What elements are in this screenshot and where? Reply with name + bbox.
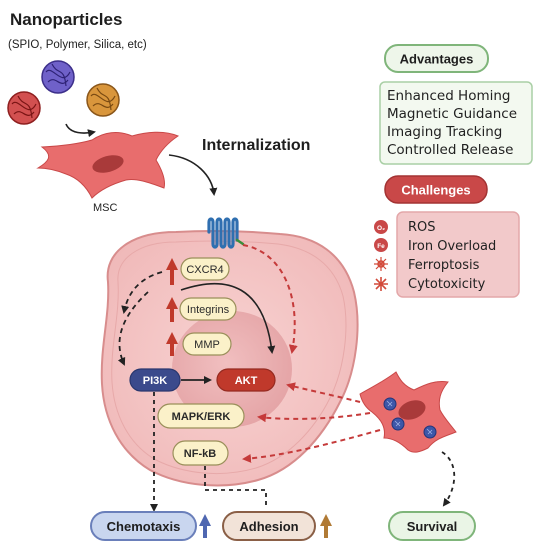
svg-text:Fe: Fe bbox=[377, 243, 385, 250]
msc-mapk-signal bbox=[257, 412, 371, 423]
svg-text:MMP: MMP bbox=[194, 339, 220, 351]
challenge-item: Ferroptosis bbox=[408, 258, 480, 273]
advantage-item: Magnetic Guidance bbox=[387, 106, 517, 122]
diagram-title: Nanoparticles bbox=[10, 10, 122, 29]
nanoparticle-orange-icon bbox=[86, 83, 120, 117]
survival-outcome: Survival bbox=[388, 511, 476, 541]
advantages-title: Advantages bbox=[400, 52, 474, 67]
svg-text:MAPK/ERK: MAPK/ERK bbox=[172, 411, 231, 423]
nfkb-adhesion-connector bbox=[204, 466, 267, 506]
cxcr4-receptor-icon bbox=[207, 217, 245, 249]
chemotaxis-outcome: Chemotaxis bbox=[90, 511, 197, 541]
chemotaxis-up-arrow-icon bbox=[199, 514, 211, 538]
challenge-item: Cytotoxicity bbox=[408, 277, 486, 292]
advantage-item: Imaging Tracking bbox=[387, 124, 502, 140]
cxcr4-akt-signal bbox=[242, 244, 298, 354]
receptor-akt-arrow bbox=[180, 282, 276, 354]
ros-icon: O₂ bbox=[374, 220, 388, 234]
svg-text:AKT: AKT bbox=[235, 375, 258, 387]
msc-akt-signal bbox=[286, 382, 361, 403]
svg-text:PI3K: PI3K bbox=[143, 375, 168, 387]
mapk-erk-node: MAPK/ERK bbox=[157, 403, 245, 429]
challenge-item: ROS bbox=[408, 220, 436, 235]
challenges-title-pill bbox=[384, 175, 488, 204]
internalization-arrow bbox=[168, 154, 218, 196]
nanoparticle-blue-icon bbox=[41, 60, 75, 94]
cxcr4-feedback-arrow bbox=[121, 271, 163, 314]
pi3k-node: PI3K bbox=[129, 368, 181, 392]
nanoparticle-loaded-msc-icon bbox=[359, 371, 457, 453]
integrins-node: Integrins bbox=[179, 297, 237, 321]
msc-label: MSC bbox=[93, 202, 118, 214]
mmp-node: MMP bbox=[182, 332, 232, 356]
challenges-title: Challenges bbox=[401, 183, 470, 198]
svg-text:CXCR4: CXCR4 bbox=[186, 264, 223, 276]
svg-text:O₂: O₂ bbox=[377, 225, 385, 232]
internalization-label: Internalization bbox=[202, 137, 310, 154]
adhesion-outcome: Adhesion bbox=[222, 511, 316, 541]
msc-nfkb-signal bbox=[242, 429, 381, 463]
ferroptosis-icon bbox=[374, 257, 388, 271]
advantage-item: Controlled Release bbox=[387, 142, 513, 158]
upregulation-arrows bbox=[166, 258, 178, 356]
msc-survival-arrow bbox=[441, 451, 456, 507]
cxcr4-node: CXCR4 bbox=[180, 257, 230, 281]
advantages-list-box bbox=[379, 81, 533, 165]
svg-text:Integrins: Integrins bbox=[187, 304, 230, 316]
integrin-pi3k-arrow bbox=[117, 291, 149, 366]
adhesion-up-arrow-icon bbox=[320, 514, 332, 538]
advantage-item: Enhanced Homing bbox=[387, 88, 511, 104]
svg-text:Chemotaxis: Chemotaxis bbox=[107, 519, 181, 534]
nf-kb-node: NF-kB bbox=[172, 440, 229, 466]
svg-text:Survival: Survival bbox=[407, 519, 458, 534]
advantages-panel: Advantages Enhanced Homing Magnetic Guid… bbox=[379, 44, 533, 165]
advantages-title-pill bbox=[384, 44, 489, 73]
challenges-list-box bbox=[396, 211, 520, 298]
challenges-panel: Challenges O₂ Fe ROS Iron Overload Ferro… bbox=[374, 175, 520, 298]
svg-text:NF-kB: NF-kB bbox=[184, 448, 216, 460]
nanoparticle-uptake-arrow bbox=[65, 123, 96, 138]
iron-icon: Fe bbox=[374, 238, 388, 252]
nanoparticle-red-icon bbox=[7, 91, 41, 125]
msc-cell-icon bbox=[36, 131, 180, 199]
challenge-item: Iron Overload bbox=[408, 239, 496, 254]
svg-text:Adhesion: Adhesion bbox=[239, 519, 298, 534]
cytotoxicity-icon bbox=[374, 277, 388, 291]
nanoparticle-types-subtitle: (SPIO, Polymer, Silica, etc) bbox=[8, 39, 147, 51]
akt-node: AKT bbox=[216, 368, 276, 392]
